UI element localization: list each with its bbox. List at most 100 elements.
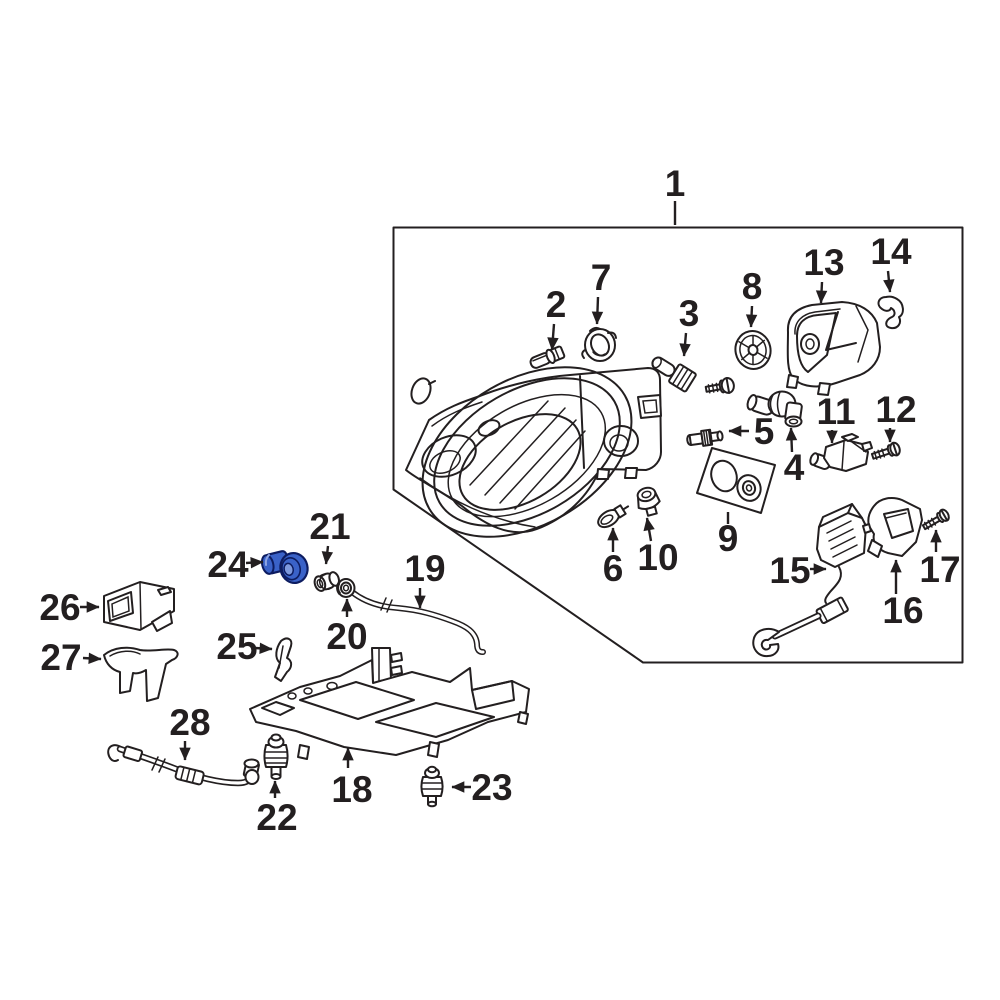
part-number-28[interactable]: 28 bbox=[169, 702, 210, 743]
part-4-elbow-drawing bbox=[746, 390, 803, 428]
part-number-9[interactable]: 9 bbox=[718, 518, 739, 559]
leader-line-21 bbox=[321, 545, 334, 565]
callout-15[interactable]: 15 bbox=[769, 550, 827, 591]
callout-26[interactable]: 26 bbox=[39, 587, 100, 628]
callout-7[interactable]: 7 bbox=[591, 257, 612, 325]
part-number-10[interactable]: 10 bbox=[637, 537, 678, 578]
part-6-bulb-drawing bbox=[597, 504, 630, 529]
part-number-19[interactable]: 19 bbox=[404, 548, 445, 589]
leader-line-8 bbox=[745, 305, 758, 328]
callout-11[interactable]: 11 bbox=[816, 391, 856, 444]
callout-17[interactable]: 17 bbox=[919, 529, 961, 590]
callout-14[interactable]: 14 bbox=[870, 231, 912, 293]
part-13-cover-drawing bbox=[786, 301, 881, 396]
callout-12[interactable]: 12 bbox=[875, 389, 917, 443]
leader-line-7 bbox=[591, 296, 604, 325]
callout-28[interactable]: 28 bbox=[169, 702, 211, 761]
callout-21[interactable]: 21 bbox=[309, 506, 351, 565]
part-9-plate-drawing bbox=[696, 447, 776, 514]
part-number-23[interactable]: 23 bbox=[471, 767, 512, 808]
part-number-14[interactable]: 14 bbox=[870, 231, 912, 272]
part-number-6[interactable]: 6 bbox=[603, 548, 624, 589]
callout-1[interactable]: 1 bbox=[665, 163, 686, 225]
leader-line-24 bbox=[245, 557, 264, 569]
part-11-actuator-drawing bbox=[809, 433, 873, 472]
part-7-socket-ring-drawing bbox=[581, 326, 617, 362]
leader-line-10 bbox=[643, 517, 655, 542]
callout-22[interactable]: 22 bbox=[256, 780, 298, 838]
callout-13[interactable]: 13 bbox=[803, 242, 845, 304]
callout-2[interactable]: 2 bbox=[546, 284, 567, 351]
part-27-bracket-drawing bbox=[103, 646, 179, 702]
part-22-mount-drawing bbox=[263, 733, 289, 780]
part-24-grommet-highlighted[interactable] bbox=[260, 550, 311, 586]
leader-line-13 bbox=[815, 281, 828, 304]
part-17-screw-drawing bbox=[921, 508, 950, 531]
assembly-outline-box bbox=[392, 226, 964, 664]
leader-line-2 bbox=[547, 323, 559, 351]
part-number-15[interactable]: 15 bbox=[769, 550, 810, 591]
part-14-clip-drawing bbox=[877, 295, 904, 330]
callout-10[interactable]: 10 bbox=[637, 517, 679, 578]
callout-8[interactable]: 8 bbox=[742, 266, 763, 328]
part-18-bracket-frame-drawing bbox=[249, 647, 530, 760]
part-number-4[interactable]: 4 bbox=[784, 447, 805, 488]
callout-5[interactable]: 5 bbox=[728, 411, 775, 452]
leader-line-25 bbox=[254, 642, 273, 654]
part-number-13[interactable]: 13 bbox=[803, 242, 844, 283]
callout-27[interactable]: 27 bbox=[40, 637, 102, 678]
leader-line-14 bbox=[883, 270, 895, 293]
part-26-relay-drawing bbox=[103, 581, 175, 632]
callout-6[interactable]: 6 bbox=[603, 527, 624, 589]
callout-19[interactable]: 19 bbox=[404, 548, 446, 609]
part-3-bulb-drawing bbox=[651, 356, 697, 393]
part-28-harness-drawing bbox=[107, 744, 260, 787]
part-number-2[interactable]: 2 bbox=[546, 284, 567, 325]
part-number-7[interactable]: 7 bbox=[591, 257, 612, 298]
part-number-22[interactable]: 22 bbox=[256, 797, 297, 838]
part-number-8[interactable]: 8 bbox=[742, 266, 763, 307]
callout-24[interactable]: 24 bbox=[207, 544, 264, 585]
callout-23[interactable]: 23 bbox=[451, 767, 513, 808]
callout-16[interactable]: 16 bbox=[882, 559, 924, 631]
callout-4[interactable]: 4 bbox=[784, 427, 805, 488]
leader-line-27 bbox=[82, 652, 102, 665]
part-10-socket-drawing bbox=[636, 486, 661, 517]
part-number-24[interactable]: 24 bbox=[207, 544, 249, 585]
callout-3[interactable]: 3 bbox=[679, 293, 700, 357]
gasket-ring-drawing bbox=[410, 377, 436, 405]
part-number-17[interactable]: 17 bbox=[919, 549, 960, 590]
part-19-rod-drawing bbox=[349, 589, 486, 655]
part-number-21[interactable]: 21 bbox=[309, 506, 350, 547]
part-8-cap-drawing bbox=[734, 330, 772, 370]
leader-line-4 bbox=[785, 427, 798, 453]
part-number-25[interactable]: 25 bbox=[216, 626, 257, 667]
part-23-mount-drawing bbox=[420, 765, 444, 808]
part-25-clip-drawing bbox=[274, 637, 293, 682]
callout-25[interactable]: 25 bbox=[216, 626, 273, 667]
part-number-5[interactable]: 5 bbox=[754, 411, 775, 452]
callout-9[interactable]: 9 bbox=[718, 512, 739, 559]
part-12-screw-drawing bbox=[870, 441, 901, 460]
leader-line-3 bbox=[679, 332, 691, 357]
callout-18[interactable]: 18 bbox=[331, 747, 373, 810]
part-number-16[interactable]: 16 bbox=[882, 590, 923, 631]
callout-20[interactable]: 20 bbox=[326, 598, 368, 657]
part-number-12[interactable]: 12 bbox=[875, 389, 916, 430]
part-16-bracket-drawing bbox=[862, 497, 923, 558]
part-number-20[interactable]: 20 bbox=[326, 616, 367, 657]
part-number-26[interactable]: 26 bbox=[39, 587, 80, 628]
part-5-adjuster-drawing bbox=[686, 428, 724, 447]
part-number-11[interactable]: 11 bbox=[816, 391, 855, 432]
part-21-grommet-drawing bbox=[313, 571, 340, 592]
headlight-housing-drawing bbox=[405, 366, 662, 538]
part-number-3[interactable]: 3 bbox=[679, 293, 700, 334]
part-number-18[interactable]: 18 bbox=[331, 769, 372, 810]
mounting-screw-drawing bbox=[704, 377, 735, 394]
part-number-1[interactable]: 1 bbox=[665, 163, 686, 204]
part-number-27[interactable]: 27 bbox=[40, 637, 81, 678]
part-15-igniter-drawing bbox=[752, 503, 867, 658]
